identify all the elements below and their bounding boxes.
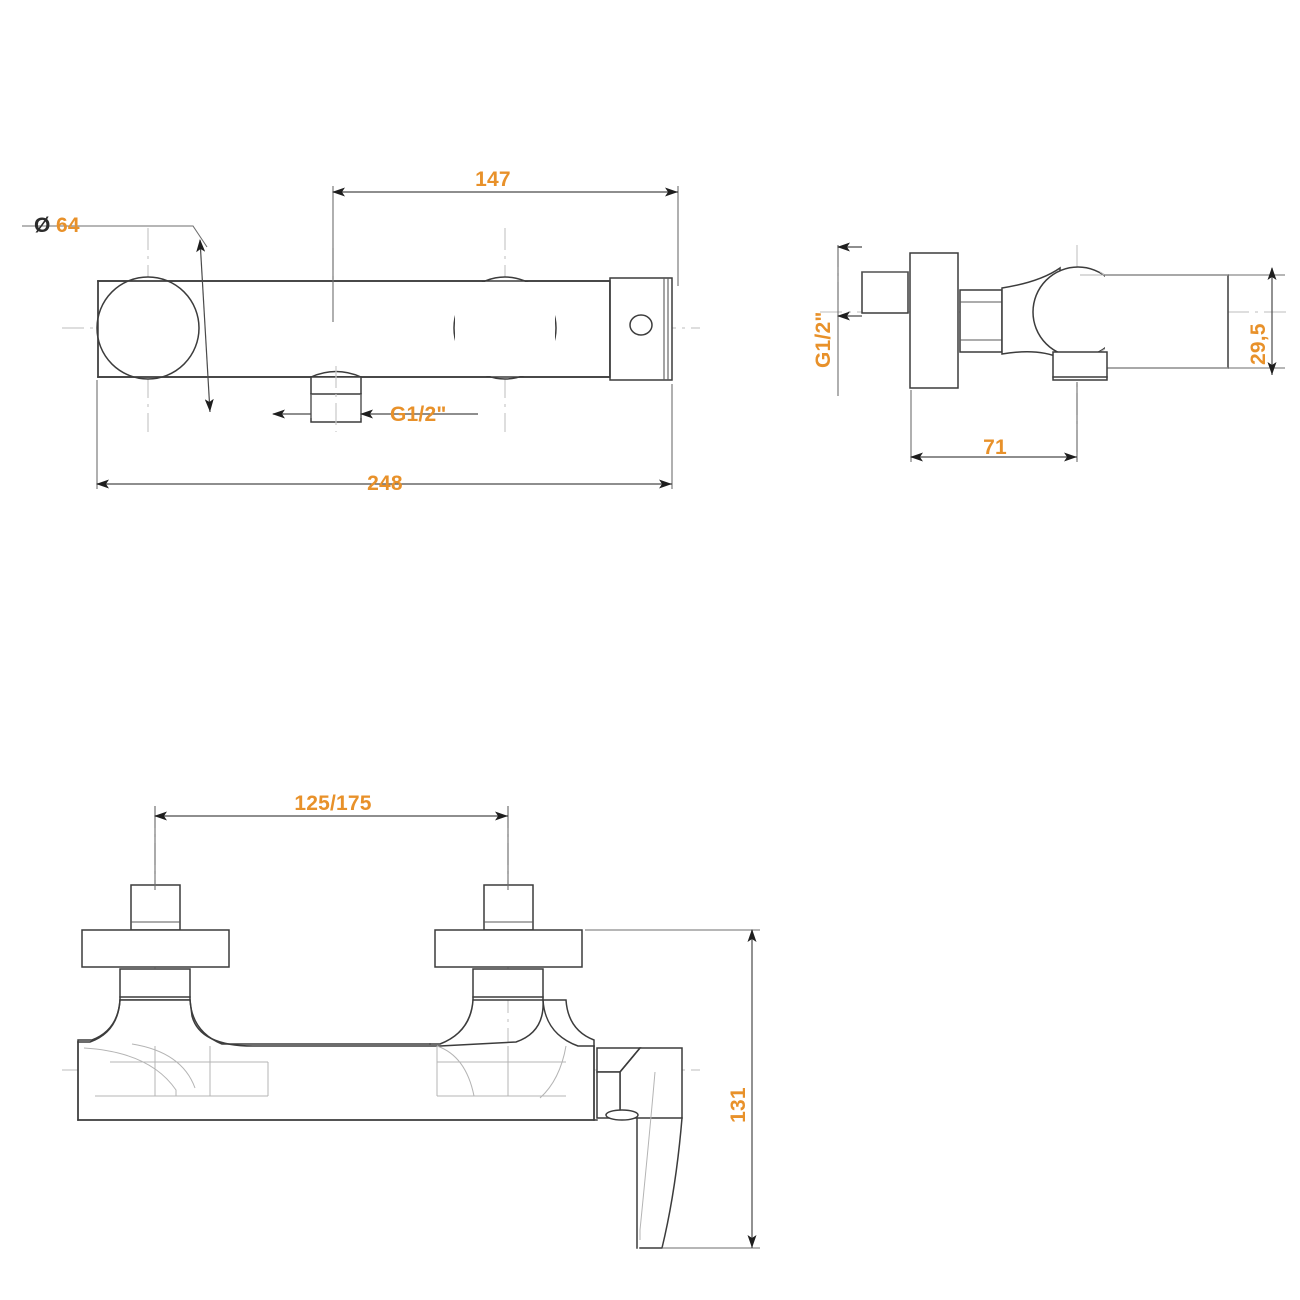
dimension-label-71: 71 xyxy=(983,436,1007,459)
left-inlet-stud xyxy=(130,884,181,931)
dimension-29-5 xyxy=(1228,267,1285,375)
left-escutcheon-flange xyxy=(81,929,230,968)
body-right-shoulder xyxy=(542,999,595,1047)
side-view: G1/2" 71 29,5 xyxy=(812,242,1290,462)
lever-handle-taper xyxy=(639,1117,683,1249)
lever-hub-diagonal xyxy=(618,1046,642,1074)
left-inlet-collar xyxy=(119,968,191,1001)
dimension-label-125-175: 125/175 xyxy=(294,792,371,815)
body-left-shoulder xyxy=(77,999,121,1043)
body-left-saddle xyxy=(189,999,431,1045)
dimension-g-half-front xyxy=(272,394,478,419)
body-internal-curve-left-2 xyxy=(131,1043,196,1089)
dimension-label-g-half-front: G1/2" xyxy=(390,403,446,426)
dimension-label-248: 248 xyxy=(367,472,403,495)
wall-escutcheon-side xyxy=(909,252,959,389)
dimension-g-half-side xyxy=(837,242,862,396)
knob-clear-band xyxy=(455,282,555,376)
bottom-view: 125/175 131 xyxy=(62,792,760,1249)
dimension-248 xyxy=(96,380,673,489)
diameter-symbol-64: Ø xyxy=(34,214,50,237)
dimension-71 xyxy=(910,382,1078,462)
diameter-64-leader-diagonal xyxy=(196,239,214,413)
connector-collar-side xyxy=(959,289,1003,353)
dimension-label-131: 131 xyxy=(727,1087,750,1123)
body-right-saddle xyxy=(429,999,474,1045)
outlet-spigot-side xyxy=(1052,351,1108,381)
dimension-131 xyxy=(585,929,760,1249)
body-internal-curve-right-2 xyxy=(539,1045,567,1099)
outlet-hole-front xyxy=(629,314,653,336)
front-view: Ø 64 147 248 G1/2" xyxy=(22,168,700,495)
right-inlet-stud xyxy=(483,884,534,931)
body-internal-curve-right xyxy=(436,1045,475,1097)
dimension-label-g-half-side: G1/2" xyxy=(812,312,835,368)
rear-body-side xyxy=(1104,274,1229,369)
dimension-147 xyxy=(332,186,679,322)
left-handle-knob-front xyxy=(96,276,200,380)
dimension-label-147: 147 xyxy=(475,168,511,191)
lever-handle-inner-edge xyxy=(639,1071,656,1240)
dimension-125-175 xyxy=(154,806,509,890)
right-inlet-collar xyxy=(472,968,544,1001)
dimension-diameter-64 xyxy=(22,225,214,413)
lever-pivot-ellipse xyxy=(605,1109,639,1121)
dimension-label-64: 64 xyxy=(56,214,80,237)
dimension-label-29-5: 29,5 xyxy=(1247,323,1270,365)
inlet-nipple-side xyxy=(861,271,909,314)
right-escutcheon-flange xyxy=(434,929,583,968)
